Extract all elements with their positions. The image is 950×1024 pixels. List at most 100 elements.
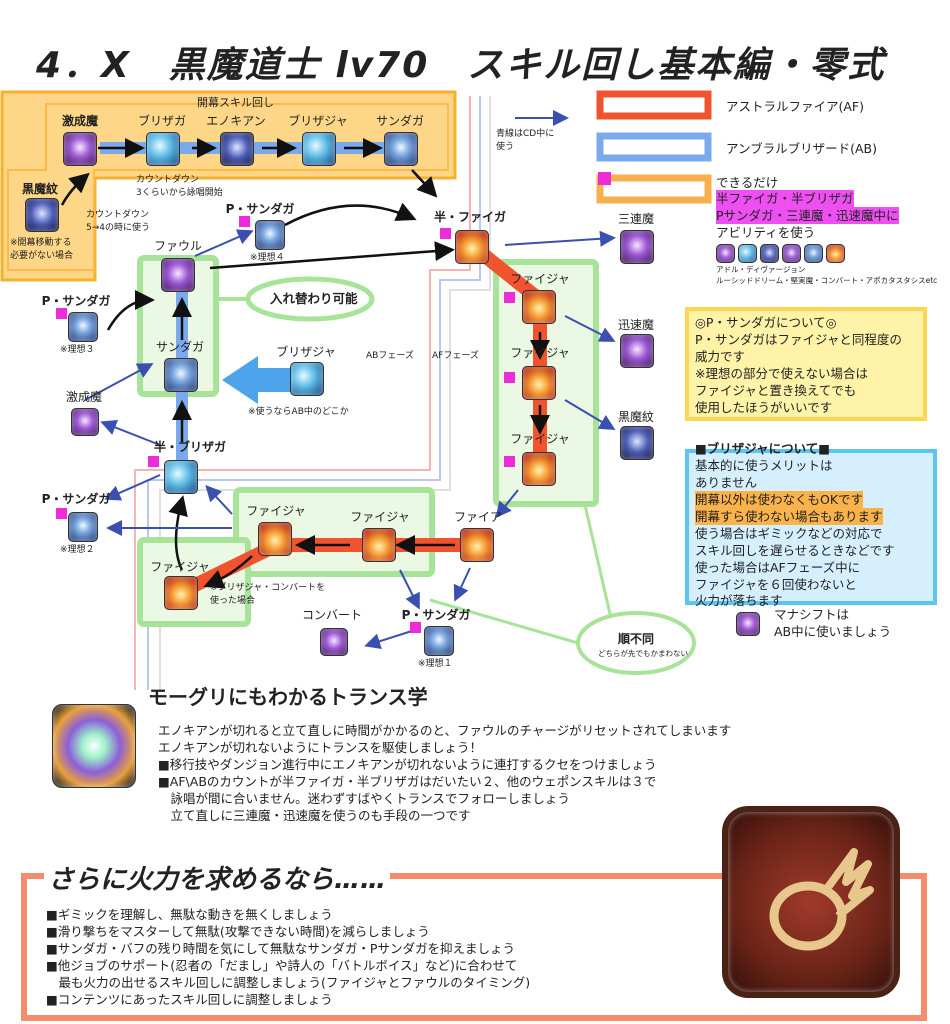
unordered-note: どちらが先でもかまわない xyxy=(598,649,688,658)
blizzaja-note-line: 使った場合はAFフェーズ中に xyxy=(695,560,861,575)
more-heading: さらに火力を求めるなら…… xyxy=(44,864,391,896)
blizzaja-note-line: スキル回しを遅らせるときなどです xyxy=(695,543,895,558)
fire4-c-label: ファイジャ xyxy=(510,432,570,446)
blizzaja-mid-note: ※使うならAB中のどこか xyxy=(248,407,349,417)
blue-line-note: 青線はCD中に 使う xyxy=(496,129,555,152)
psandaga3-label: P・サンダガ xyxy=(41,294,111,308)
convert-mid-icon xyxy=(320,628,348,656)
more-line: ■滑り撃ちをマスターして無駄(攻撃できない時間)を減らしましょう xyxy=(46,924,430,939)
psandaga-note-heading: ◎P・サンダガについて◎ xyxy=(695,315,837,330)
sandaga-label: サンダガ xyxy=(155,340,205,354)
blizzaja-note-line: 開幕すら使わない場合もあります xyxy=(695,508,883,525)
trance-heading: モーグリにもわかるトランス学 xyxy=(148,685,428,709)
blizzaja-note-line: ファイジャを６回使わないと xyxy=(695,577,857,592)
half-firaga-label: 半・ファイガ xyxy=(433,210,507,224)
more-line: ■ギミックを理解し、無駄な動きを無くしましょう xyxy=(46,907,333,922)
legend-ability-1: できるだけ xyxy=(716,175,779,190)
legend-ability-2: 半ファイガ・半ブリザガ xyxy=(716,190,854,207)
extra-ability-icon xyxy=(826,244,845,263)
more-line: 最も火力の出せるスキル回しに調整しましょう(ファイジャとファウルのタイミング) xyxy=(46,975,531,990)
fire4-c-icon xyxy=(522,452,556,486)
enhanced-fire-large-icon xyxy=(722,806,900,998)
sandaga-mid-icon xyxy=(164,358,198,392)
fire4-d-label: ファイジャ xyxy=(350,510,410,524)
ability-names: アドル・ディヴァージョン ルーシッドドリーム・堅実魔・コンバート・アポカタスタシ… xyxy=(716,265,938,285)
page-title: 4．X 黒魔道士 lv70 スキル回し基本編・零式 xyxy=(36,45,886,86)
fire4-a-label: ファイジャ xyxy=(510,272,570,286)
manashift-icon xyxy=(736,612,760,636)
psandaga-note-line: ※理想の部分で使えない場合は xyxy=(695,366,868,381)
node-blizzaja-label: ブリザジャ xyxy=(288,114,348,128)
blizzaja-note-line: 開幕以外は使わなくもOKです xyxy=(695,491,864,508)
psandaga-note-box xyxy=(685,307,927,421)
psandaga-note-line: 威力です xyxy=(695,349,746,364)
fira-label: ファイア xyxy=(453,510,503,524)
psandaga3-icon xyxy=(68,312,98,342)
node-sandaga-label: サンダガ xyxy=(375,114,425,128)
kokumamon-mid-label: 黒魔紋 xyxy=(617,410,655,424)
legend-ab-label: アンブラルブリザード(AB) xyxy=(726,141,878,156)
addle-icon xyxy=(716,244,735,263)
countdown-note-2: カウントダウン 5→4の時に使う xyxy=(86,210,150,233)
blizzaja-note-heading: ■ブリザジャについて■ xyxy=(695,441,831,456)
blizzaja-mid-label: ブリザジャ xyxy=(276,345,336,359)
trance-line: ■移行技やダンジョン進行中にエノキアンが切れないように連打するクセをつけましょう xyxy=(158,757,657,772)
fire4-b-icon xyxy=(522,366,556,400)
blizzaja-note-line: 基本的に使うメリットは xyxy=(695,458,833,473)
psandaga4-label: P・サンダガ xyxy=(225,202,295,216)
more-line: ■サンダガ・バフの残り時間を気にして無駄なサンダガ・Pサンダガを抑えましょう xyxy=(46,941,515,956)
more-line: ■コンテンツにあったスキル回しに調整しましょう xyxy=(46,992,333,1007)
node-enochian-label: エノキアン xyxy=(206,114,266,128)
node-blizzaga-label: ブリザガ xyxy=(137,114,187,128)
jinsokuma-label: 迅速魔 xyxy=(617,318,655,332)
gekiseima-mid-label: 激成魔 xyxy=(65,390,103,404)
blizzaja-note-box xyxy=(685,449,937,605)
psandaga1-icon xyxy=(424,626,454,656)
kokumamon-icon xyxy=(25,198,59,232)
gekiseima-mid-icon xyxy=(71,408,99,436)
blizzaja-note-line: 火力が落ちます xyxy=(695,593,783,608)
jinsokuma-icon xyxy=(620,334,654,368)
legend-af-bar xyxy=(596,90,712,120)
fire4-f-note: ※ブリザジャ・コンバートを 使った場合 xyxy=(210,583,326,606)
fire4-d-icon xyxy=(362,528,396,562)
convert-label: コンバート xyxy=(301,608,363,622)
trance-line: エノキアンが切れないようにトランスを駆使しましょう！ xyxy=(158,740,483,755)
blizzaja-note-line: ありません xyxy=(695,475,758,490)
psandaga1-label: P・サンダガ xyxy=(401,608,471,622)
countdown-note: カウントダウン 3くらいから詠唱開始 xyxy=(136,175,223,198)
trance-line: 立て直しに三連魔・迅速魔を使うのも手段の一つです xyxy=(158,808,471,823)
fire4-f-icon xyxy=(164,576,198,610)
blizzaja-icon xyxy=(302,132,336,166)
blizzaga-icon xyxy=(146,132,180,166)
blizzaja-note-line: 使う場合はギミックなどの対応で xyxy=(695,526,883,541)
legend-ab-bar xyxy=(596,132,712,162)
half-firaga-icon xyxy=(455,230,489,264)
node-kokumamon-label: 黒魔紋 xyxy=(21,182,59,196)
foul-label: ファウル xyxy=(153,239,203,253)
ideal4-note: ※理想４ xyxy=(250,253,285,263)
legend-ability-4: アビリティを使う xyxy=(716,225,816,240)
opener-header: 開幕スキル回し xyxy=(197,96,274,109)
sanrenma-label: 三連魔 xyxy=(617,212,655,226)
node-gekiseima-label: 激成魔 xyxy=(61,114,99,128)
trance-line: 詠唱が間に合いません。迷わずすばやくトランスでフォローしましょう xyxy=(158,791,570,806)
psandaga-note-line: ファイジャと置き換えてでも xyxy=(695,383,857,398)
surecast-icon xyxy=(760,244,779,263)
sandaga-icon xyxy=(384,132,418,166)
leylines-note: ※開幕移動する 必要がない場合 xyxy=(10,238,74,261)
ability-icon-row xyxy=(716,244,845,263)
convert-icon xyxy=(782,244,801,263)
ideal2-note: ※理想２ xyxy=(60,545,95,555)
psandaga2-label: P・サンダガ xyxy=(41,492,111,506)
more-line: ■他ジョブのサポート(忍者の「だまし」や詩人の「バトルボイス」など)に合わせて xyxy=(46,958,518,973)
fire4-e-label: ファイジャ xyxy=(246,504,306,518)
transpose-large-icon xyxy=(52,704,136,788)
enochian-icon xyxy=(220,132,254,166)
legend-ability-bar xyxy=(596,174,712,204)
psandaga2-icon xyxy=(68,512,98,542)
fire4-b-label: ファイジャ xyxy=(510,346,570,360)
half-blizzaga-label: 半・ブリザガ xyxy=(153,440,227,454)
swap-text: 入れ替わり可能 xyxy=(270,291,358,306)
